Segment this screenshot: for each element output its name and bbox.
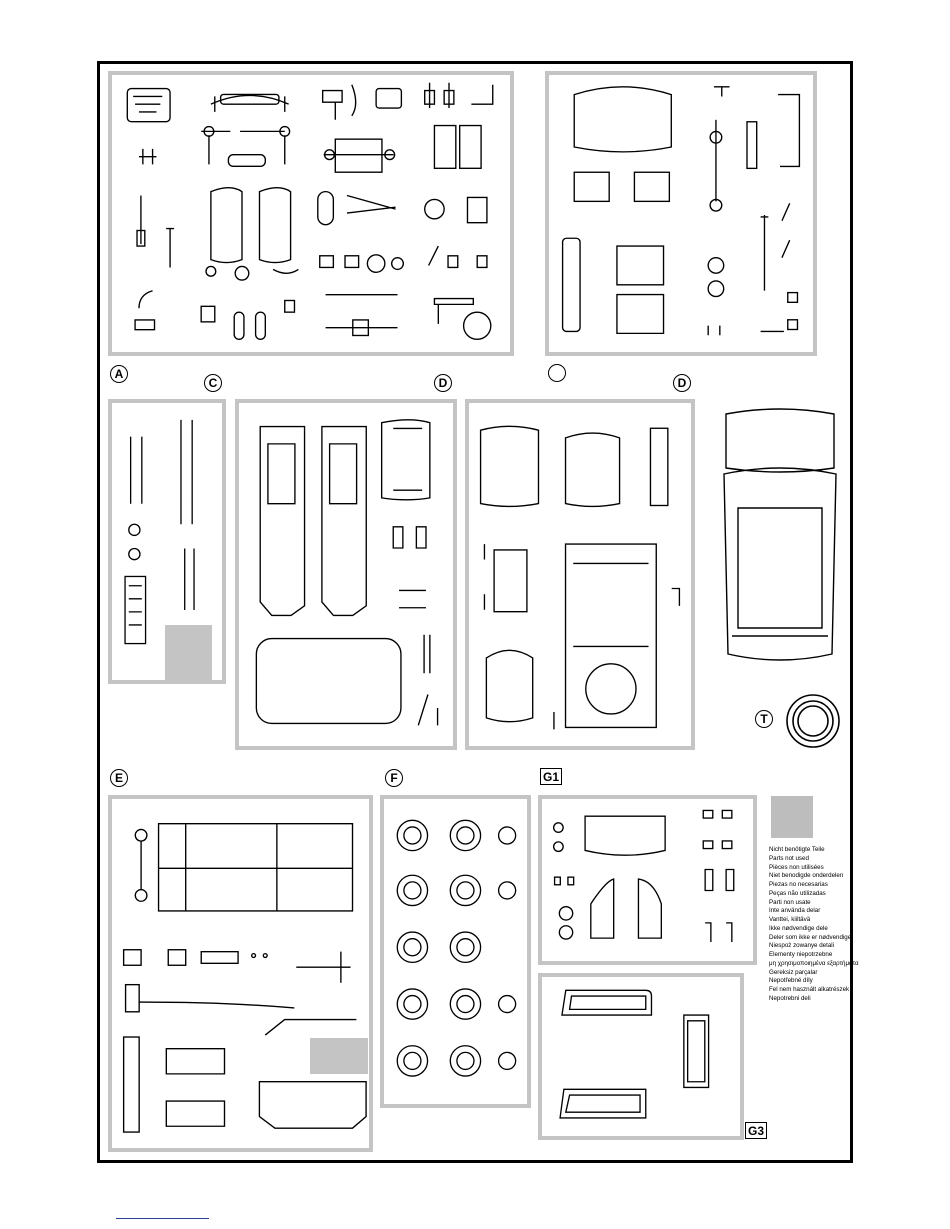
legend-item: Parti non usate	[769, 898, 811, 906]
sprue-g1	[538, 795, 757, 965]
sprue-g1-parts	[552, 809, 735, 942]
sprue-a-parts	[126, 82, 494, 341]
sprue-top-right-parts	[561, 86, 801, 336]
label-f: F	[385, 769, 403, 787]
sprue-d-right-parts	[479, 425, 681, 730]
sprue-f	[380, 795, 531, 1108]
sprue-d-left	[235, 399, 457, 750]
sprue-d-right	[465, 399, 695, 750]
label-t: T	[755, 710, 773, 728]
label-g1: G1	[540, 768, 563, 785]
sprue-d-left-parts	[255, 419, 439, 726]
legend-item: Nepotřebné díly	[769, 977, 813, 985]
legend-item: Vanttei, kiiltävä	[769, 916, 811, 923]
legend-item: Fel nem használt alkatrészek	[769, 986, 850, 993]
legend-item: Pièces non utilisées	[769, 863, 824, 871]
legend-item: Niespoż zowanye detali	[769, 942, 835, 950]
sprue-g3	[538, 973, 744, 1140]
sprue-top-right	[545, 71, 817, 356]
footer-link-underline	[116, 1218, 209, 1219]
sprue-e-parts	[122, 822, 367, 1133]
label-c: C	[204, 374, 222, 392]
legend-item: Inte använda delar	[769, 907, 821, 915]
sprue-c	[108, 399, 226, 684]
sprue-e	[108, 795, 373, 1152]
label-g3: G3	[745, 1122, 768, 1139]
car-body-shell	[723, 408, 837, 661]
legend-item: μη χρησιμοποιημένα εξαρτήματα	[769, 959, 859, 967]
sprue-a	[108, 71, 514, 356]
legend-item: Piezas no necesarias	[769, 881, 828, 888]
not-used-part-c	[165, 625, 212, 681]
legend-item: Nicht benötigte Teile	[769, 846, 825, 853]
label-d-right: D	[673, 374, 691, 392]
not-used-part-e	[310, 1038, 368, 1074]
not-used-legend: Nicht benötigte Teile Parts not used Piè…	[769, 846, 859, 1004]
sprue-g3-windows	[559, 989, 710, 1119]
sheet-frame	[97, 61, 853, 1163]
not-used-swatch	[771, 796, 813, 838]
label-a: A	[110, 365, 128, 383]
legend-item: Gereksiz parçalar	[769, 968, 818, 976]
legend-item: Ikke nødvendige dele	[769, 924, 828, 932]
label-d-left: D	[434, 374, 452, 392]
legend-item: Deler som ikke er nødvendige	[769, 933, 852, 941]
legend-item: Peças não utilizadas	[769, 889, 826, 897]
legend-item: Nepotrebni deli	[769, 994, 811, 1002]
sprue-f-wheels	[396, 819, 517, 1077]
legend-item: Elementy niepotrzebne	[769, 951, 833, 958]
label-e: E	[110, 769, 128, 787]
legend-item: Niet benodigde onderdelen	[769, 872, 844, 880]
wheel-row	[396, 819, 517, 1077]
legend-item: Parts not used	[769, 854, 809, 862]
tire-t	[786, 694, 840, 748]
label-unlabeled-marker	[548, 364, 566, 382]
sprue-c-parts	[124, 419, 195, 645]
